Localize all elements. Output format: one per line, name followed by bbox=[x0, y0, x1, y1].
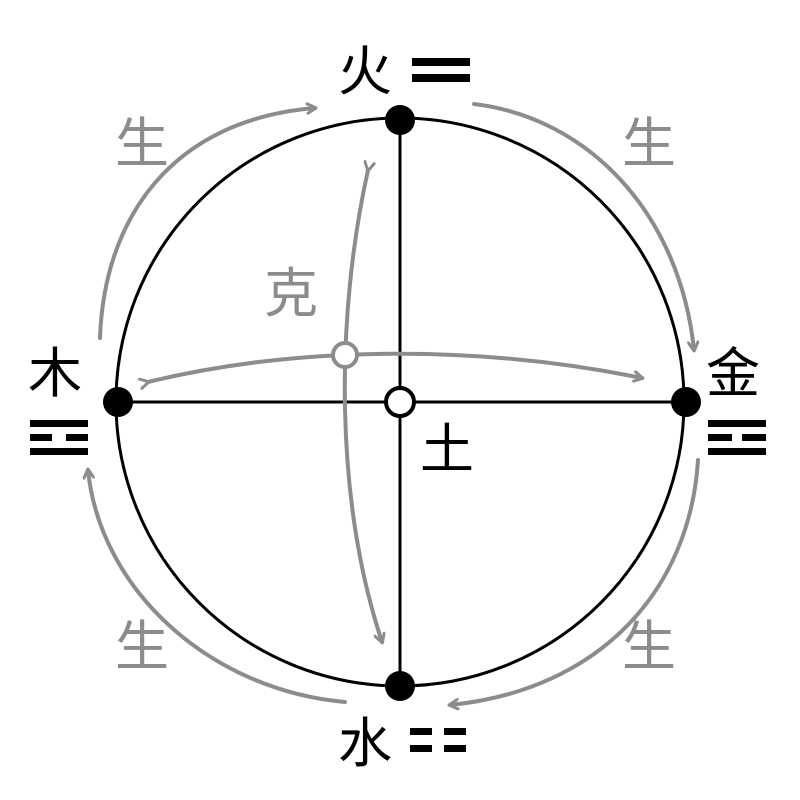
controlling-crossing-node bbox=[331, 341, 359, 369]
wood-label: 木 bbox=[28, 342, 82, 405]
water-label: 水 bbox=[338, 712, 392, 775]
controlling-arrow-vertical bbox=[342, 170, 382, 642]
earth-node bbox=[384, 386, 416, 418]
fire-trigram bbox=[412, 58, 470, 82]
metal-label: 金 bbox=[706, 342, 760, 405]
metal-trigram bbox=[708, 420, 766, 455]
generating-label-bottom-left: 生 bbox=[115, 615, 169, 678]
wood-trigram bbox=[30, 420, 88, 455]
generating-arrow-fire-to-metal bbox=[472, 102, 694, 350]
generating-label-bottom-right: 生 bbox=[622, 615, 676, 678]
earth-label: 土 bbox=[420, 418, 474, 481]
generating-label-top-left: 生 bbox=[115, 112, 169, 175]
fire-label: 火 bbox=[338, 40, 392, 103]
controlling-label: 克 bbox=[264, 262, 318, 325]
generating-arrow-wood-to-fire bbox=[98, 108, 315, 340]
fire-node bbox=[385, 105, 415, 135]
generating-arrow-water-to-wood bbox=[88, 470, 347, 704]
water-node bbox=[385, 671, 415, 701]
generating-arrow-metal-to-water bbox=[450, 458, 700, 705]
generating-cycle-arrows bbox=[88, 102, 700, 705]
wood-node bbox=[103, 387, 133, 417]
metal-node bbox=[671, 387, 701, 417]
generating-label-top-right: 生 bbox=[622, 112, 676, 175]
water-trigram bbox=[410, 728, 466, 752]
controlling-arrow-horizontal bbox=[148, 351, 642, 382]
controlling-cycle-arrows bbox=[148, 170, 642, 642]
